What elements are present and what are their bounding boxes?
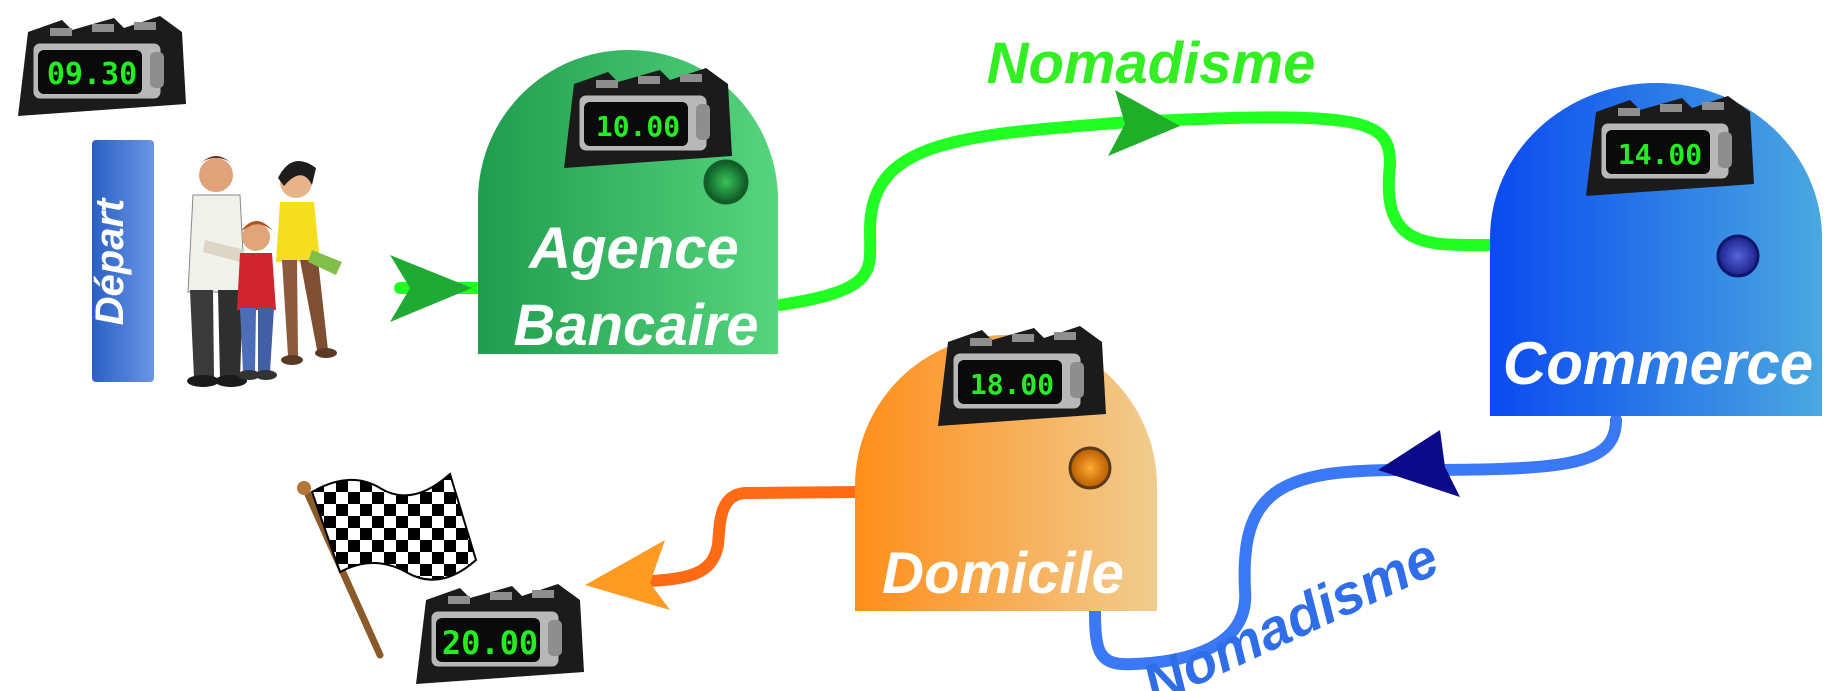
alarm-clock-icon: 10.00 xyxy=(564,68,732,168)
alarm-clock-icon: 14.00 xyxy=(1586,96,1754,196)
status-led xyxy=(1716,234,1760,278)
orange-route xyxy=(624,486,866,588)
agence-label-line1: Agence xyxy=(527,216,739,281)
clock-time: 18.00 xyxy=(970,368,1054,401)
agence-label-line2: Bancaire xyxy=(513,293,758,358)
arrow-icon xyxy=(1378,430,1460,497)
domicile-label: Domicile xyxy=(882,541,1124,606)
commerce-label: Commerce xyxy=(1503,330,1813,397)
depart-label: Départ xyxy=(88,197,132,325)
clock-time: 10.00 xyxy=(596,110,680,143)
arrow-icon xyxy=(390,255,472,322)
checkered-flag-icon xyxy=(297,472,478,659)
route-label-bottom: Nomadisme xyxy=(1133,525,1447,691)
clock-time: 14.00 xyxy=(1618,138,1702,171)
status-led xyxy=(703,159,749,205)
alarm-clock-icon: 09.30 xyxy=(18,16,186,116)
clock-time: 09.30 xyxy=(47,57,137,92)
alarm-clock-icon: 18.00 xyxy=(938,326,1106,426)
alarm-clock-icon: 20.00 xyxy=(416,584,584,684)
route-label-top: Nomadisme xyxy=(987,31,1316,96)
arrow-icon xyxy=(585,540,670,610)
depart-badge xyxy=(92,140,154,382)
arrow-icon xyxy=(1108,90,1180,156)
clock-time: 20.00 xyxy=(442,624,538,662)
status-led xyxy=(1068,446,1112,490)
blue-route xyxy=(1089,414,1622,671)
green-route xyxy=(774,111,1496,311)
family-illustration xyxy=(187,156,342,387)
